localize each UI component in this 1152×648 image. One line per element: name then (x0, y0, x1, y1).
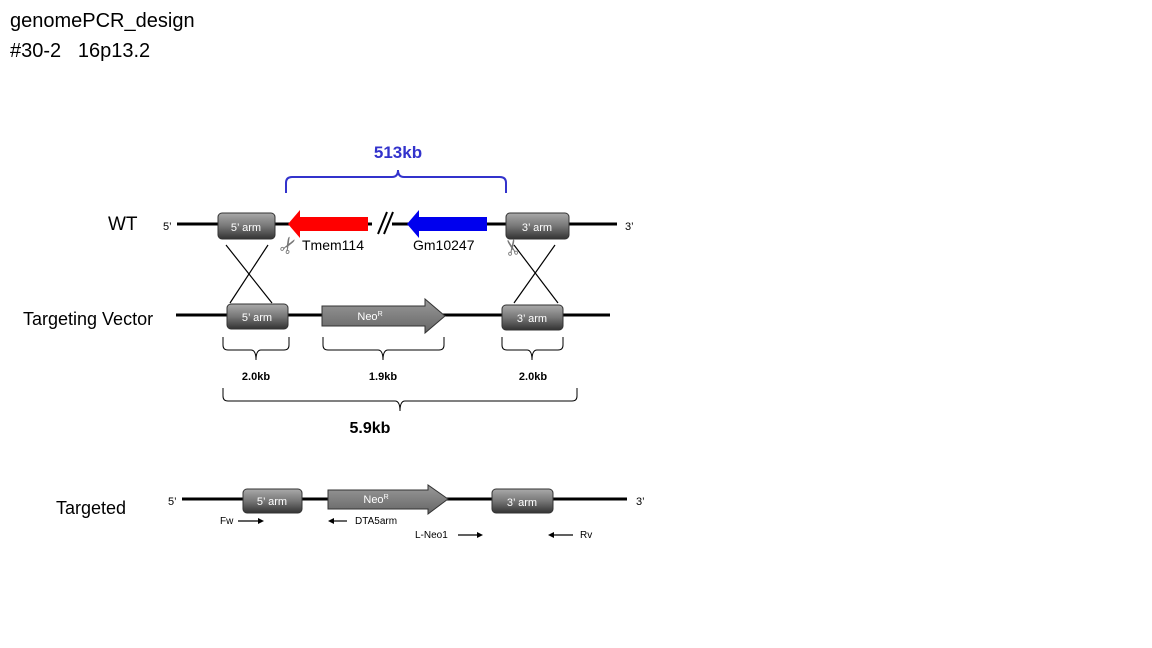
page-subtitle: #30-2 16p13.2 (10, 40, 151, 62)
vector-5arm-box (226, 303, 289, 330)
tmem114-gene-arrow (288, 210, 368, 238)
gm10247-label: Gm10247 (413, 237, 475, 253)
vector-5arm-label: 5’ arm (242, 312, 272, 324)
size-arm3: 2.0kb (519, 371, 547, 383)
wt-3arm-box (505, 212, 570, 240)
wt-3arm-label: 3’ arm (522, 222, 552, 234)
brace-neo (322, 337, 445, 361)
primer-fw-arrow (238, 518, 264, 524)
vector-3arm-box (501, 304, 564, 331)
primer-lneo1-arrow (458, 532, 483, 538)
wt-label: WT (108, 214, 138, 235)
scissors-icon: ✂ (499, 236, 527, 258)
brace-arm3 (501, 337, 564, 361)
wt-5arm-label: 5’ arm (231, 222, 261, 234)
targeted-3arm-label: 3’ arm (507, 497, 537, 509)
targeted-5arm-label: 5’ arm (257, 496, 287, 508)
brace-arm5 (222, 337, 290, 361)
vector-3arm-label: 3’ arm (517, 313, 547, 325)
deletion-brace (285, 169, 507, 193)
gm10247-gene-arrow (407, 210, 487, 238)
vector-neo-arrow (321, 297, 446, 335)
size-arm5: 2.0kb (242, 371, 270, 383)
vector-label: Targeting Vector (23, 309, 153, 329)
targeted-neo-label: NeoR (363, 494, 388, 506)
crossover-left (225, 244, 273, 304)
deletion-size-label: 513kb (374, 143, 422, 162)
size-total: 5.9kb (350, 420, 391, 437)
tmem114-label: Tmem114 (302, 237, 364, 253)
break-mark-icon (383, 211, 394, 235)
targeted-3prime: 3’ (636, 496, 645, 508)
wt-3prime: 3’ (625, 221, 634, 233)
break-mark-icon (377, 211, 388, 235)
vector-neo-label: NeoR (357, 311, 382, 323)
primer-rv-label: Rv (580, 530, 592, 541)
wt-5prime: 5’ (163, 221, 172, 233)
targeted-5prime: 5’ (168, 496, 177, 508)
targeted-5arm-box (242, 488, 303, 514)
brace-total (222, 388, 578, 412)
wt-5arm-box (217, 212, 276, 240)
targeted-label: Targeted (56, 498, 126, 518)
targeted-3arm-box (491, 488, 554, 514)
primer-rv-arrow (548, 532, 573, 538)
size-neo: 1.9kb (369, 371, 397, 383)
primer-dta5arm-arrow (328, 518, 347, 524)
crossover-right (513, 244, 559, 304)
primer-lneo1-label: L-Neo1 (415, 530, 448, 541)
targeted-neo-arrow (327, 484, 449, 515)
primer-dta5arm-label: DTA5arm (355, 516, 397, 527)
page-title: genomePCR_design (10, 10, 195, 32)
primer-fw-label: Fw (220, 516, 234, 527)
